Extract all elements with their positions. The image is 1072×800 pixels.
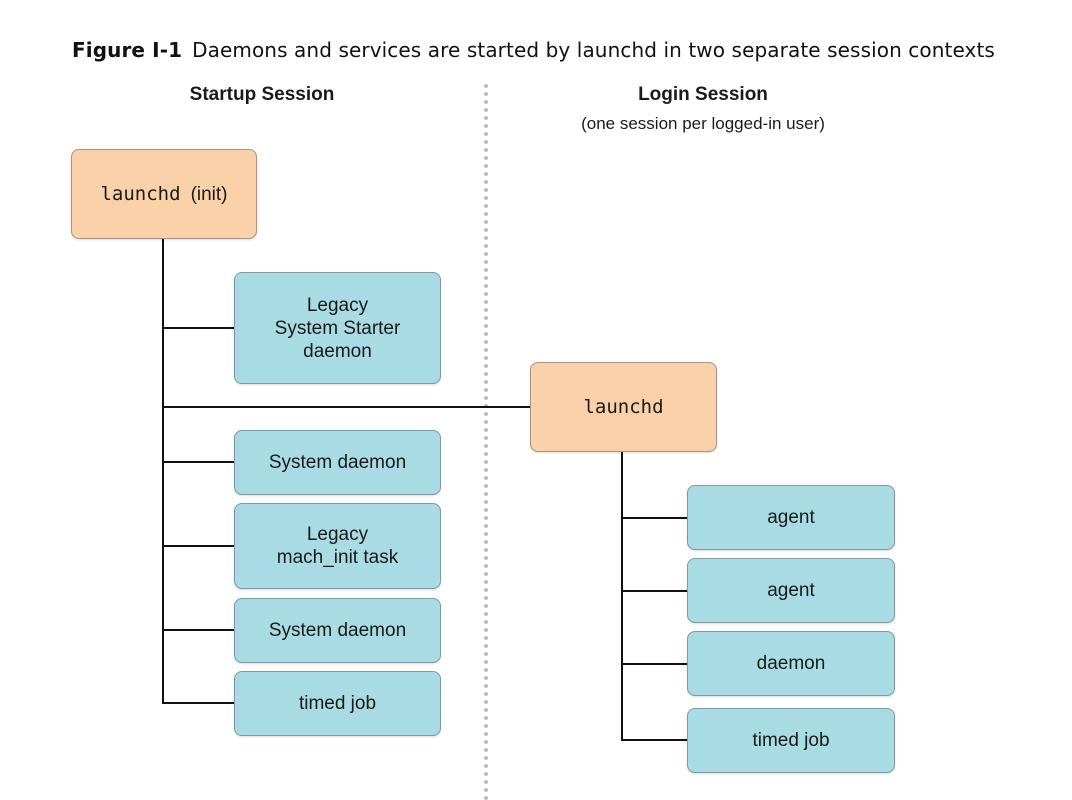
startup-launchd-box: launchd (init): [71, 149, 257, 239]
startup-launchd-name: launchd: [100, 182, 181, 205]
connector-startup-branch-1: [162, 327, 235, 329]
connector-startup-branch-4: [162, 629, 235, 631]
connector-login-branch-2: [621, 590, 688, 592]
session-divider: [484, 82, 488, 800]
startup-child-box: Legacy System Starter daemon: [234, 272, 441, 384]
figure-number: Figure I-1: [72, 38, 183, 62]
connector-login-branch-4: [621, 739, 688, 741]
connector-startup-branch-5: [162, 702, 235, 704]
startup-child-box: System daemon: [234, 598, 441, 663]
login-child-box: agent: [687, 485, 895, 550]
figure-caption: Figure I-1 Daemons and services are start…: [72, 38, 995, 62]
login-child-box: agent: [687, 558, 895, 623]
startup-session-title: Startup Session: [189, 84, 335, 105]
figure-caption-text: Daemons and services are started by laun…: [192, 38, 995, 62]
connector-login-trunk: [621, 451, 623, 741]
startup-child-box: Legacy mach_init task: [234, 503, 441, 589]
login-session-subtitle: (one session per logged-in user): [581, 114, 825, 133]
connector-startup-trunk: [162, 239, 164, 704]
startup-launchd-suffix: (init): [190, 183, 228, 205]
login-launchd-box: launchd: [530, 362, 717, 452]
connector-startup-branch-3: [162, 545, 235, 547]
login-child-box: timed job: [687, 708, 895, 773]
connector-startup-branch-2: [162, 461, 235, 463]
connector-login-branch-1: [621, 517, 688, 519]
login-launchd-name: launchd: [583, 395, 664, 418]
startup-child-box: System daemon: [234, 430, 441, 495]
connector-to-login-launchd: [162, 406, 531, 408]
login-child-box: daemon: [687, 631, 895, 696]
startup-child-box: timed job: [234, 671, 441, 736]
connector-login-branch-3: [621, 663, 688, 665]
login-session-title: Login Session: [638, 84, 768, 105]
